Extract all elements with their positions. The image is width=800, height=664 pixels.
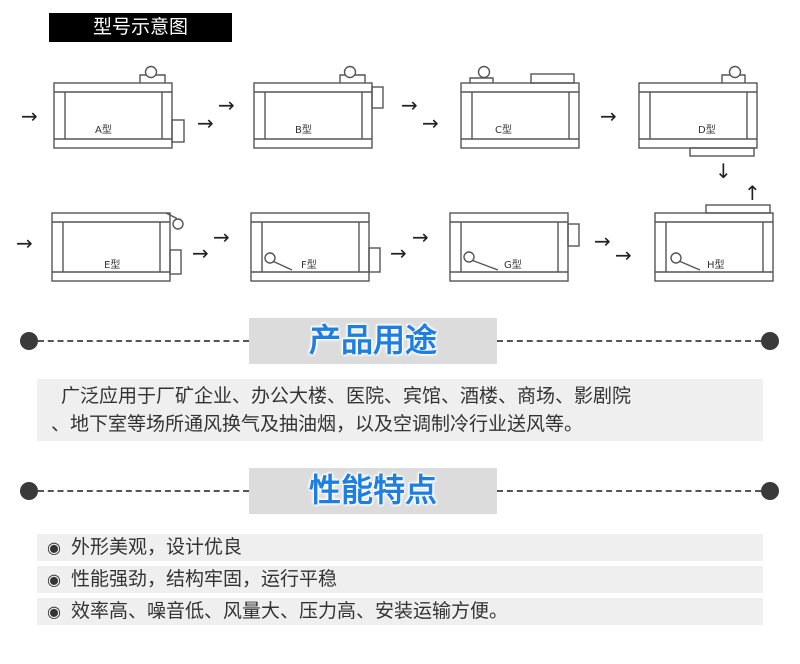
diagram-title: 型号示意图	[49, 13, 232, 42]
arrow-icon: →	[21, 104, 38, 128]
usage-heading: 产品用途	[308, 321, 437, 359]
bullet-icon: ◉	[47, 602, 61, 621]
feature-text: 外形美观，设计优良	[71, 536, 243, 558]
bullet-icon: ◉	[47, 538, 61, 557]
unit-a	[53, 65, 185, 149]
feature-text: 性能强劲，结构牢固，运行平稳	[71, 568, 338, 590]
divider-line	[38, 490, 249, 492]
unit-f	[250, 212, 381, 282]
arrow-down-icon: ↓	[715, 159, 732, 183]
label-f: F型	[301, 258, 317, 271]
arrow-icon: →	[213, 225, 230, 249]
divider-line	[497, 340, 761, 342]
unit-h	[654, 204, 774, 282]
unit-d	[638, 65, 758, 157]
arrow-icon: →	[412, 225, 429, 249]
divider-line	[497, 490, 761, 492]
usage-text: 广泛应用于厂矿企业、办公大楼、医院、宾馆、酒楼、商场、影剧院 、地下室等场所通风…	[37, 379, 763, 441]
arrow-icon: →	[615, 243, 632, 267]
divider-dot	[761, 332, 779, 350]
unit-g	[449, 212, 580, 282]
arrow-icon: →	[390, 241, 407, 265]
label-e: E型	[104, 258, 120, 271]
usage-line: 广泛应用于厂矿企业、办公大楼、医院、宾馆、酒楼、商场、影剧院	[61, 385, 632, 407]
feature-item: ◉ 性能强劲，结构牢固，运行平稳	[37, 566, 763, 593]
label-a: A型	[95, 123, 112, 136]
feature-text: 效率高、噪音低、风量大、压力高、安装运输方便。	[71, 600, 509, 622]
unit-c	[460, 65, 580, 149]
label-b: B型	[295, 123, 312, 136]
feature-item: ◉ 外形美观，设计优良	[37, 534, 763, 561]
bullet-icon: ◉	[47, 570, 61, 589]
features-heading: 性能特点	[308, 471, 437, 509]
label-d: D型	[698, 123, 716, 136]
divider-dot	[20, 332, 38, 350]
arrow-icon: →	[401, 93, 418, 117]
divider-line	[38, 340, 249, 342]
unit-e	[51, 212, 184, 282]
arrow-icon: →	[600, 104, 617, 128]
divider-dot	[20, 482, 38, 500]
label-h: H型	[707, 258, 725, 271]
feature-item: ◉ 效率高、噪音低、风量大、压力高、安装运输方便。	[37, 598, 763, 625]
features-section-header: 性能特点	[0, 461, 800, 521]
divider-dot	[761, 482, 779, 500]
arrow-icon: →	[197, 111, 214, 135]
model-diagram: A型 B型 C型 D型 E型 F型 G型 H型 → → → → → → ↓ → …	[16, 65, 774, 282]
arrow-icon: →	[192, 241, 209, 265]
arrow-up-icon: ↑	[744, 181, 761, 205]
arrow-icon: →	[16, 231, 33, 255]
unit-b	[253, 65, 384, 149]
usage-line: 、地下室等场所通风换气及抽油烟，以及空调制冷行业送风等。	[51, 413, 584, 435]
heading-box	[249, 468, 497, 514]
arrow-icon: →	[422, 111, 439, 135]
heading-box	[249, 318, 497, 364]
arrow-icon: →	[594, 229, 611, 253]
usage-section-header: 产品用途	[0, 311, 800, 371]
label-c: C型	[495, 123, 512, 136]
label-g: G型	[504, 258, 522, 271]
arrow-icon: →	[218, 93, 235, 117]
